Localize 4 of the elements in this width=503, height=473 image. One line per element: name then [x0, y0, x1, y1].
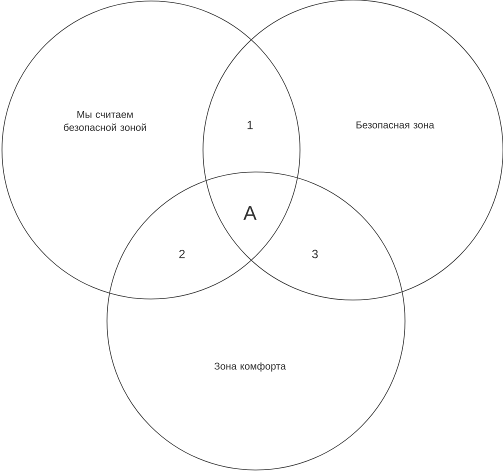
region-number: 3 — [312, 250, 318, 258]
region-number: 1 — [248, 120, 253, 130]
region-number: 2 — [179, 250, 185, 258]
region-number: A — [243, 206, 257, 220]
